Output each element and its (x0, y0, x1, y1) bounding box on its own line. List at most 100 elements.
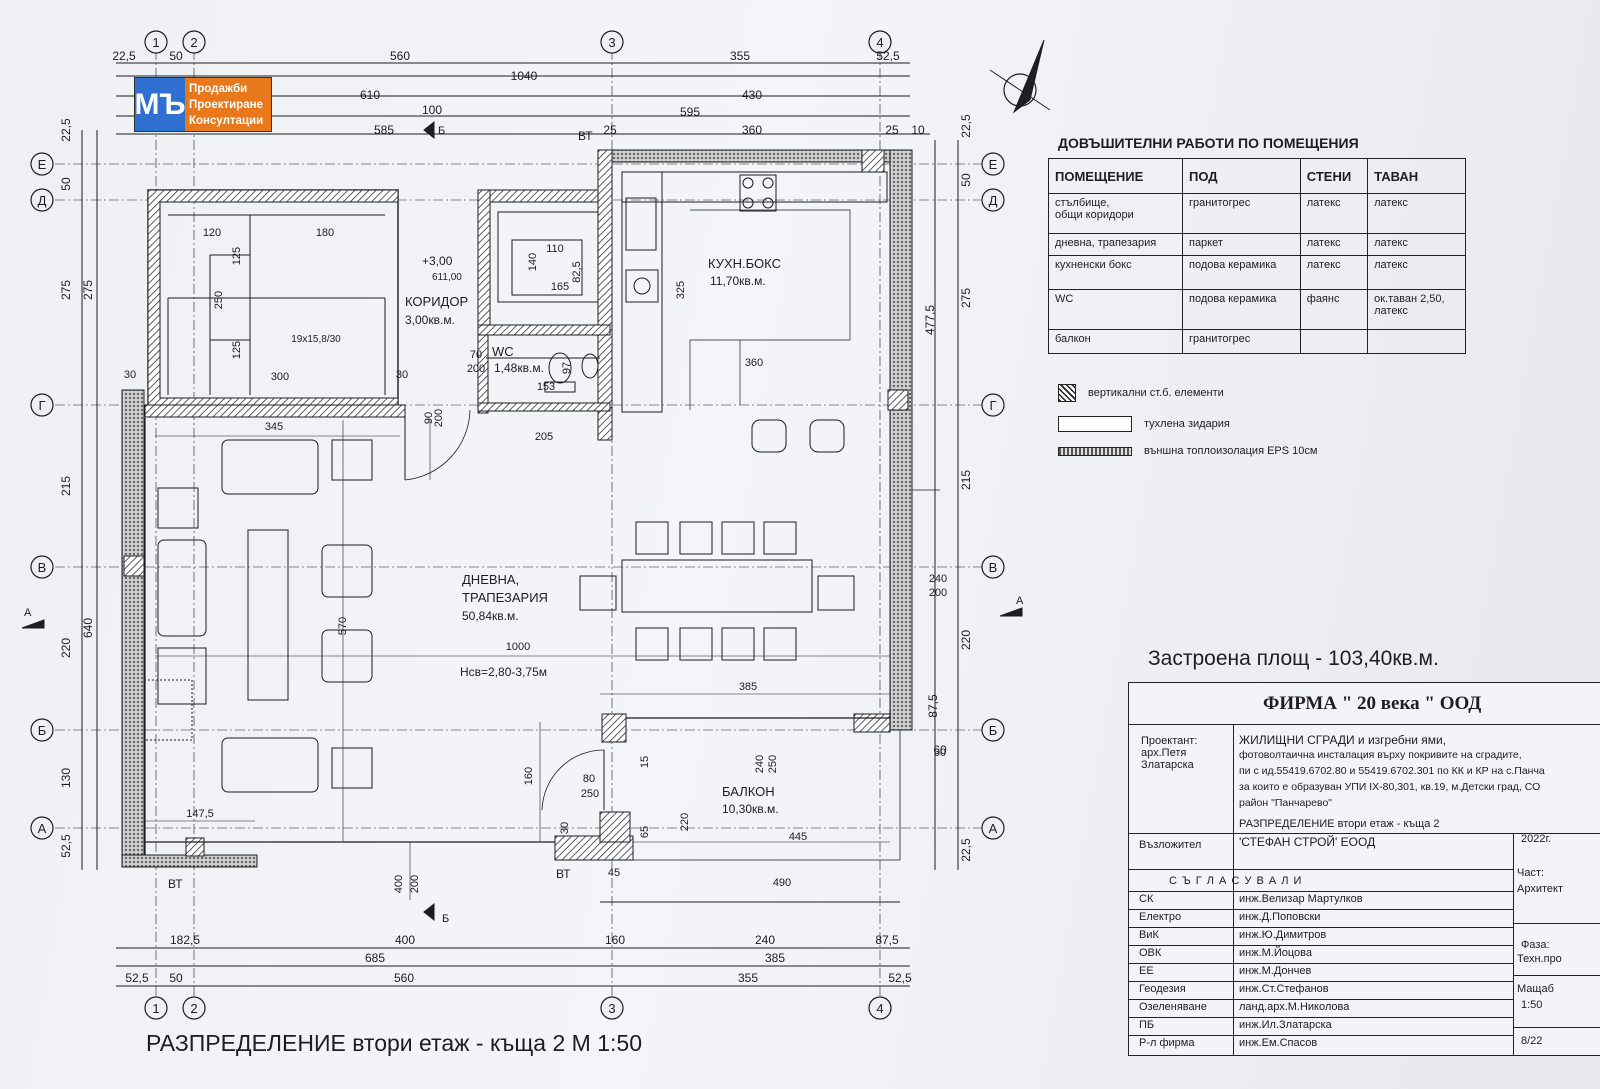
dim-inner: 153 (537, 381, 555, 393)
axis-bubble (182, 996, 206, 1020)
dim-inner: 80 (583, 773, 595, 785)
schedule-cell: латекс (1299, 193, 1369, 234)
axis-bubble (600, 30, 624, 54)
legend-label: тухлена зидария (1144, 418, 1230, 430)
schedule-cell: латекс (1299, 255, 1369, 290)
dim-bottom: 385 (765, 951, 785, 965)
dim-inner: 205 (535, 431, 553, 443)
dim-inner: 200 (433, 409, 445, 427)
axis-bubble (981, 816, 1005, 840)
dim-bottom: 52,5 (125, 971, 149, 985)
approval-engineer: инж.Ил.Златарска (1239, 1019, 1332, 1031)
approval-discipline: Озеленяване (1139, 1001, 1207, 1013)
axis-letter-right: В (989, 560, 998, 575)
schedule-cell: латекс (1367, 193, 1466, 234)
approval-discipline: ЕЕ (1139, 965, 1154, 977)
dim-bottom: 160 (605, 933, 625, 947)
grid-line (1233, 725, 1234, 1055)
dim-bottom: 560 (394, 971, 414, 985)
dim-inner: 180 (316, 227, 334, 239)
phase-label: Фаза: (1521, 939, 1550, 951)
logo-line: Продажби (189, 82, 248, 95)
project-line: пи с ид.55419.6702.80 и 55419.6702.301 п… (1239, 765, 1545, 777)
dim-top: 610 (360, 88, 380, 102)
schedule-cell (1367, 329, 1466, 354)
schedule-cell: паркет (1181, 233, 1301, 256)
dim-right: 22,5 (959, 114, 973, 138)
level-value: +3,00 (422, 254, 453, 268)
dim-inner: 200 (929, 587, 947, 599)
dim-left: 130 (59, 768, 73, 788)
scale-value: 1:50 (1521, 999, 1543, 1011)
bt-label: ВТ (168, 877, 183, 891)
axis-number-top: 4 (876, 35, 883, 50)
built-area-text: Застроена площ - 103,40кв.м. (1148, 647, 1439, 670)
axis-bubble (144, 30, 168, 54)
approval-engineer: инж.Ст.Стефанов (1239, 983, 1329, 995)
approval-discipline: Р-л фирма (1139, 1037, 1195, 1049)
dim-left: 215 (59, 476, 73, 496)
dim-inner: 400 (393, 875, 405, 893)
axis-number-bottom: 4 (876, 1001, 883, 1016)
schedule-cell: балкон (1048, 329, 1183, 354)
schedule-header: ПОМЕЩЕНИЕ (1048, 158, 1183, 194)
dim-bottom: 355 (738, 971, 758, 985)
schedule-cell: ок.таван 2,50, латекс (1367, 289, 1466, 330)
dim-right: 477,5 (923, 305, 937, 335)
approvals-title: С Ъ Г Л А С У В А Л И (1169, 875, 1303, 887)
dim-left: 275 (81, 280, 95, 300)
approval-engineer: инж.Велизар Мартулков (1239, 893, 1363, 905)
dim-inner: 490 (773, 877, 791, 889)
dim-inner: 200 (409, 875, 421, 893)
approval-engineer: инж.М.Йоцова (1239, 947, 1313, 959)
living-name-2: ТРАПЕЗАРИЯ (462, 590, 548, 605)
dim-inner: 120 (203, 227, 221, 239)
dim-bottom: 87,5 (875, 933, 899, 947)
dim-inner: 250 (213, 291, 225, 309)
grid-line (1513, 975, 1600, 976)
dim-left: 275 (59, 280, 73, 300)
axis-bubble (30, 555, 54, 579)
approval-engineer: инж.Д.Поповски (1239, 911, 1321, 923)
dim-right: 220 (959, 630, 973, 650)
schedule-cell: гранитогрес (1181, 329, 1301, 354)
dim-top: 430 (742, 88, 762, 102)
dim-right: 22,5 (959, 838, 973, 862)
living-height: Нсв=2,80-3,75м (460, 665, 547, 679)
dim-inner: 97 (561, 362, 573, 374)
axis-bubble (981, 393, 1005, 417)
dim-inner: 125 (231, 247, 243, 265)
approval-discipline: Геодезия (1139, 983, 1186, 995)
finishes-schedule-title: ДОВЪШИТЕЛНИ РАБОТИ ПО ПОМЕЩЕНИЯ (1058, 135, 1359, 151)
axis-number-top: 3 (608, 35, 615, 50)
grid-line (1513, 923, 1600, 924)
axis-bubble (30, 393, 54, 417)
grid-line (1129, 909, 1513, 910)
living-name-1: ДНЕВНА, (462, 572, 519, 587)
dim-bottom: 240 (755, 933, 775, 947)
axis-letter-right: Е (989, 157, 998, 172)
legend-item: вертикални ст.б. елементи (1058, 384, 1224, 402)
schedule-cell: латекс (1299, 233, 1369, 256)
axis-letter-right: Г (989, 398, 996, 413)
schedule-cell: фаянс (1299, 289, 1369, 330)
company-logo: MЪ Продажби Проектиране Консултации (134, 77, 272, 132)
dim-inner: 240 (754, 755, 766, 773)
dim-inner: 30 (124, 369, 136, 381)
axis-number-top: 1 (152, 35, 159, 50)
dim-inner: 570 (337, 617, 349, 635)
axis-number-bottom: 2 (190, 1001, 197, 1016)
schedule-cell: подова керамика (1181, 255, 1301, 290)
dim-bottom: 182,5 (170, 933, 200, 947)
dim-inner: 445 (789, 831, 807, 843)
axis-bubble (30, 718, 54, 742)
brick-swatch-icon (1058, 416, 1132, 432)
approval-engineer: ланд.арх.М.Николова (1239, 1001, 1350, 1013)
client-label: Възложител (1139, 839, 1202, 851)
balcony-name: БАЛКОН (722, 784, 775, 799)
grid-line (1129, 833, 1600, 834)
corridor-name: КОРИДОР (405, 294, 468, 309)
dim-inner: 220 (679, 813, 691, 831)
